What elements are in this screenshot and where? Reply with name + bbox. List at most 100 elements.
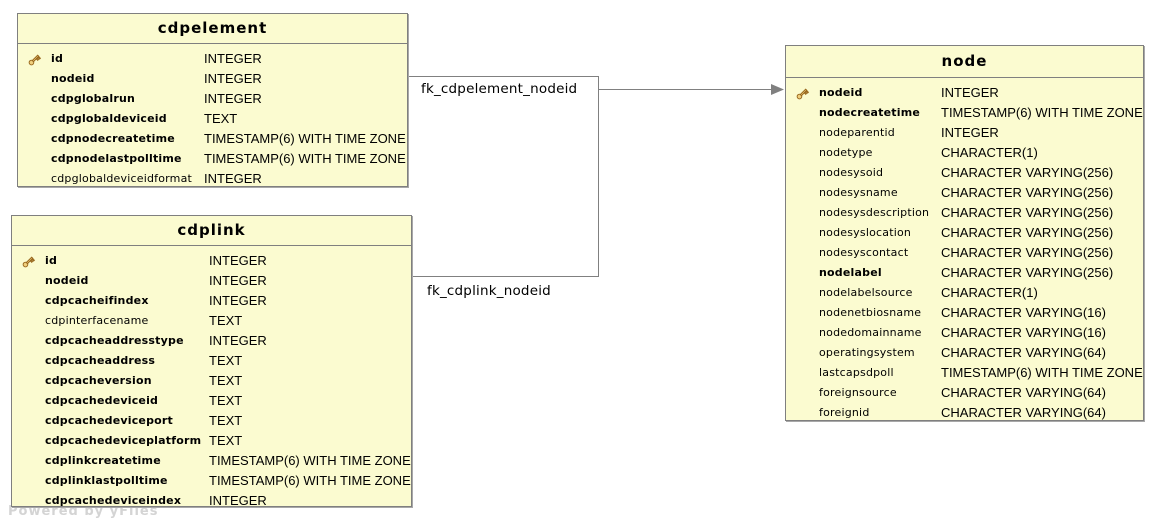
column-name: nodeid [45, 274, 89, 287]
relation-line-fk-cdpelement-nodeid [408, 76, 773, 90]
column-type: CHARACTER VARYING(256) [941, 225, 1114, 240]
key-column-spacer [795, 246, 810, 261]
key-column-spacer [21, 414, 36, 429]
column-type: CHARACTER(1) [941, 145, 1038, 160]
column-name: cdpnodecreatetime [51, 132, 175, 145]
column-name: cdpcacheaddresstype [45, 334, 184, 347]
table-row: cdpcacheaddresstype INTEGER [12, 331, 411, 351]
column-name: nodesyslocation [819, 226, 912, 239]
column-name: cdpglobaldeviceidformat [51, 172, 193, 185]
column-name: nodenetbiosname [819, 306, 922, 319]
column-name: cdpnodelastpolltime [51, 152, 182, 165]
column-type: CHARACTER VARYING(64) [941, 385, 1106, 400]
table-row: cdpglobaldeviceidformat INTEGER [18, 169, 407, 186]
table-row: cdpcacheversion TEXT [12, 371, 411, 391]
column-name: cdpglobaldeviceid [51, 112, 167, 125]
key-column-spacer [795, 306, 810, 321]
column-type: CHARACTER VARYING(256) [941, 185, 1114, 200]
key-column-spacer [795, 266, 810, 281]
column-name: nodelabel [819, 266, 882, 279]
table-row: cdpcacheifindex INTEGER [12, 291, 411, 311]
table-row: nodesyslocation CHARACTER VARYING(256) [786, 223, 1143, 243]
primary-key-icon [795, 86, 810, 101]
table-header: node [786, 46, 1143, 78]
key-column-spacer [21, 474, 36, 489]
column-type: INTEGER [209, 273, 267, 288]
key-column-spacer [27, 152, 42, 167]
key-column-spacer [21, 314, 36, 329]
column-type: INTEGER [204, 171, 262, 186]
column-name: cdpcacheaddress [45, 354, 156, 367]
column-type: INTEGER [209, 333, 267, 348]
column-type: CHARACTER VARYING(256) [941, 265, 1114, 280]
relation-line-fk-cdplink-nodeid [412, 89, 599, 277]
column-name: nodeid [819, 86, 863, 99]
column-type: CHARACTER VARYING(256) [941, 165, 1114, 180]
key-column-spacer [795, 366, 810, 381]
column-name: nodesysoid [819, 166, 884, 179]
column-type: CHARACTER VARYING(16) [941, 305, 1106, 320]
column-name: cdpcachedeviceport [45, 414, 173, 427]
column-name: cdpcachedeviceid [45, 394, 159, 407]
column-name: cdpcacheifindex [45, 294, 149, 307]
column-type: TIMESTAMP(6) WITH TIME ZONE [941, 105, 1143, 120]
key-column-spacer [27, 112, 42, 127]
key-column-spacer [795, 226, 810, 241]
table-header: cdplink [12, 216, 411, 246]
table-row: nodeid INTEGER [12, 271, 411, 291]
column-type: TIMESTAMP(6) WITH TIME ZONE [209, 453, 411, 468]
table-row: id INTEGER [18, 49, 407, 69]
key-column-spacer [795, 146, 810, 161]
primary-key-icon [27, 52, 42, 67]
key-column-spacer [795, 186, 810, 201]
column-type: TIMESTAMP(6) WITH TIME ZONE [204, 131, 406, 146]
key-column-spacer [21, 274, 36, 289]
table-row: foreignsource CHARACTER VARYING(64) [786, 383, 1143, 403]
column-type: TEXT [209, 373, 243, 388]
key-column-spacer [27, 132, 42, 147]
key-column-spacer [21, 494, 36, 506]
key-column-spacer [795, 106, 810, 121]
column-name: nodesyscontact [819, 246, 909, 259]
column-type: CHARACTER VARYING(16) [941, 325, 1106, 340]
key-column-spacer [21, 434, 36, 449]
relation-arrowhead-icon [771, 84, 784, 95]
table-row: nodenetbiosname CHARACTER VARYING(16) [786, 303, 1143, 323]
key-column-spacer [795, 166, 810, 181]
table-row: nodelabel CHARACTER VARYING(256) [786, 263, 1143, 283]
column-name: cdpcachedeviceplatform [45, 434, 202, 447]
column-name: cdpcachedeviceindex [45, 494, 182, 507]
column-type: INTEGER [204, 51, 262, 66]
column-name: foreignsource [819, 386, 897, 399]
table-title: cdpelement [157, 19, 268, 37]
column-name: nodelabelsource [819, 286, 913, 299]
column-name: nodedomainname [819, 326, 922, 339]
column-name: cdpinterfacename [45, 314, 149, 327]
column-name: operatingsystem [819, 346, 915, 359]
column-type: CHARACTER VARYING(64) [941, 405, 1106, 420]
column-name: cdpcacheversion [45, 374, 152, 387]
column-type: INTEGER [204, 71, 262, 86]
column-type: INTEGER [209, 293, 267, 308]
key-column-spacer [795, 126, 810, 141]
table-row: operatingsystem CHARACTER VARYING(64) [786, 343, 1143, 363]
column-type: CHARACTER VARYING(64) [941, 345, 1106, 360]
column-name: id [51, 52, 64, 65]
